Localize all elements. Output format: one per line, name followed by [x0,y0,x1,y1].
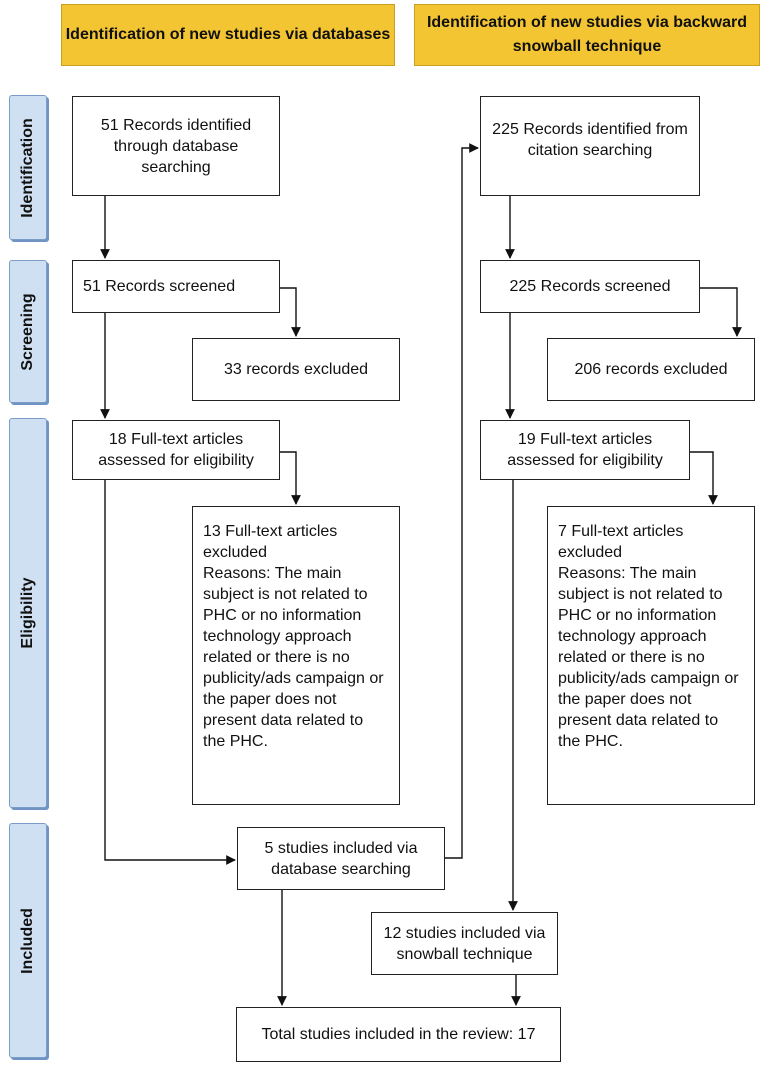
box-db-included: 5 studies included via database searchin… [237,827,445,890]
phase-included: Included [9,823,47,1058]
box-sb-identified: 225 Records identified from citation sea… [480,96,700,196]
box-db-identified: 51 Records identified through database s… [72,96,280,196]
box-db-fulltext: 18 Full-text articles assessed for eligi… [72,420,280,480]
box-sb-excluded: 206 records excluded [547,338,755,401]
box-db-screened: 51 Records screened [72,260,280,313]
arrow-sb-to-excluded [700,287,742,337]
box-sb-fulltext: 19 Full-text articles assessed for eligi… [480,420,690,480]
box-sb-fulltext-excluded: 7 Full-text articles excluded Reasons: T… [547,506,755,805]
arrow-db-included-to-snowball [445,143,479,859]
box-total-included: Total studies included in the review: 17 [236,1007,561,1062]
phase-eligibility: Eligibility [9,418,47,808]
arrow-db-fulltext-to-excluded [280,451,301,505]
box-sb-included: 12 studies included via snowball techniq… [371,912,558,975]
phase-screening: Screening [9,260,47,403]
arrow-db-fulltext-to-included [104,480,236,865]
box-db-fulltext-excluded: 13 Full-text articles excluded Reasons: … [192,506,400,805]
phase-identification: Identification [9,95,47,240]
box-sb-screened: 225 Records screened [480,260,700,313]
arrow-db-to-excluded [280,287,301,337]
header-databases: Identification of new studies via databa… [61,4,395,66]
header-snowball: Identification of new studies via backwa… [414,4,760,66]
arrow-sb-fulltext-to-excluded [690,451,718,505]
box-db-excluded: 33 records excluded [192,338,400,401]
